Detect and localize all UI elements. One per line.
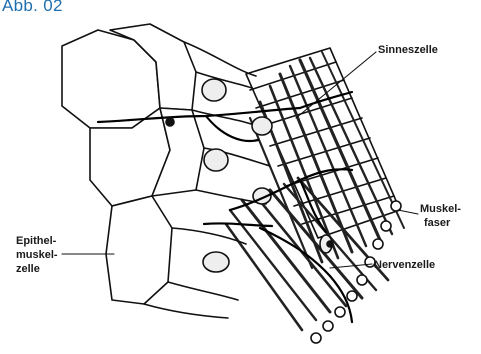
nucleus [203,252,229,272]
label-sinneszelle: Sinneszelle [378,44,438,56]
epithelial-cell [106,196,172,304]
label-epithel-line1: Epithel- [16,235,57,247]
pointer-muskelfaser [398,210,418,214]
label-epithel-line2: muskel- [16,249,58,261]
nucleus [204,149,228,171]
label-muskelfaser-line1: Muskel- [420,203,461,215]
nucleus [202,79,226,101]
nucleus [252,117,272,135]
label-epithel-line3: zelle [16,263,40,275]
label-muskelfaser-line2: faser [424,217,451,229]
label-nervenzelle: Nervenzelle [374,259,435,271]
epithelial-cells [62,24,270,318]
